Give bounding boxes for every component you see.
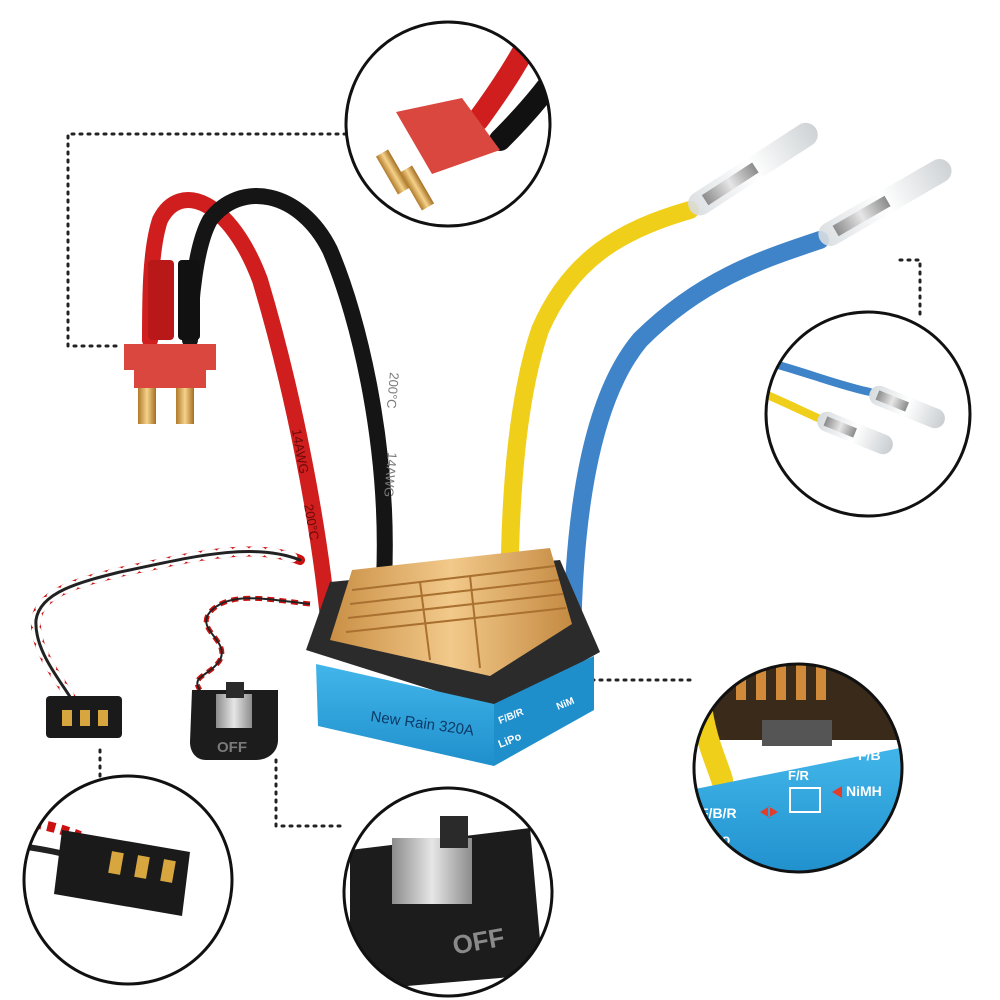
bullet-connector-detail (764, 310, 972, 518)
esc-main: OFF 14AWG 200°C 200°C 14AWG (30, 122, 952, 766)
red-wire-temp: 200°C (301, 503, 322, 541)
power-switch: OFF (190, 682, 278, 760)
blue-motor-wire (563, 231, 829, 669)
black-wire-temp: 200°C (384, 372, 402, 409)
power-switch-detail: OFF (342, 786, 554, 998)
detail-nimh-label: NiMH (846, 783, 882, 799)
coiled-servo-lead (30, 546, 305, 705)
switch-lead (195, 595, 311, 692)
blue-bullet-connector (818, 159, 952, 246)
red-wire-gauge: 14AWG (289, 428, 312, 475)
yellow-bullet-connector (688, 122, 818, 216)
black-power-wire (182, 188, 393, 588)
servo-plug-detail (22, 774, 234, 986)
t-plug (124, 260, 216, 424)
red-power-wire (142, 192, 338, 648)
black-wire-gauge: 14AWG (381, 452, 400, 498)
switch-off-label: OFF (217, 739, 247, 756)
mode-switch-detail: F/B/R LiPo F/R F/B NiMH (692, 662, 904, 874)
detail-fb-label: F/B (858, 747, 881, 763)
t-plug-detail (344, 20, 552, 228)
esc-body: New Rain 320A F/B/R LiPo NiM (306, 548, 600, 766)
dotted-leader-lines (66, 132, 922, 828)
servo-plug (46, 696, 122, 738)
detail-fr-label: F/R (788, 768, 810, 783)
detail-fbr-label: F/B/R (700, 805, 737, 821)
